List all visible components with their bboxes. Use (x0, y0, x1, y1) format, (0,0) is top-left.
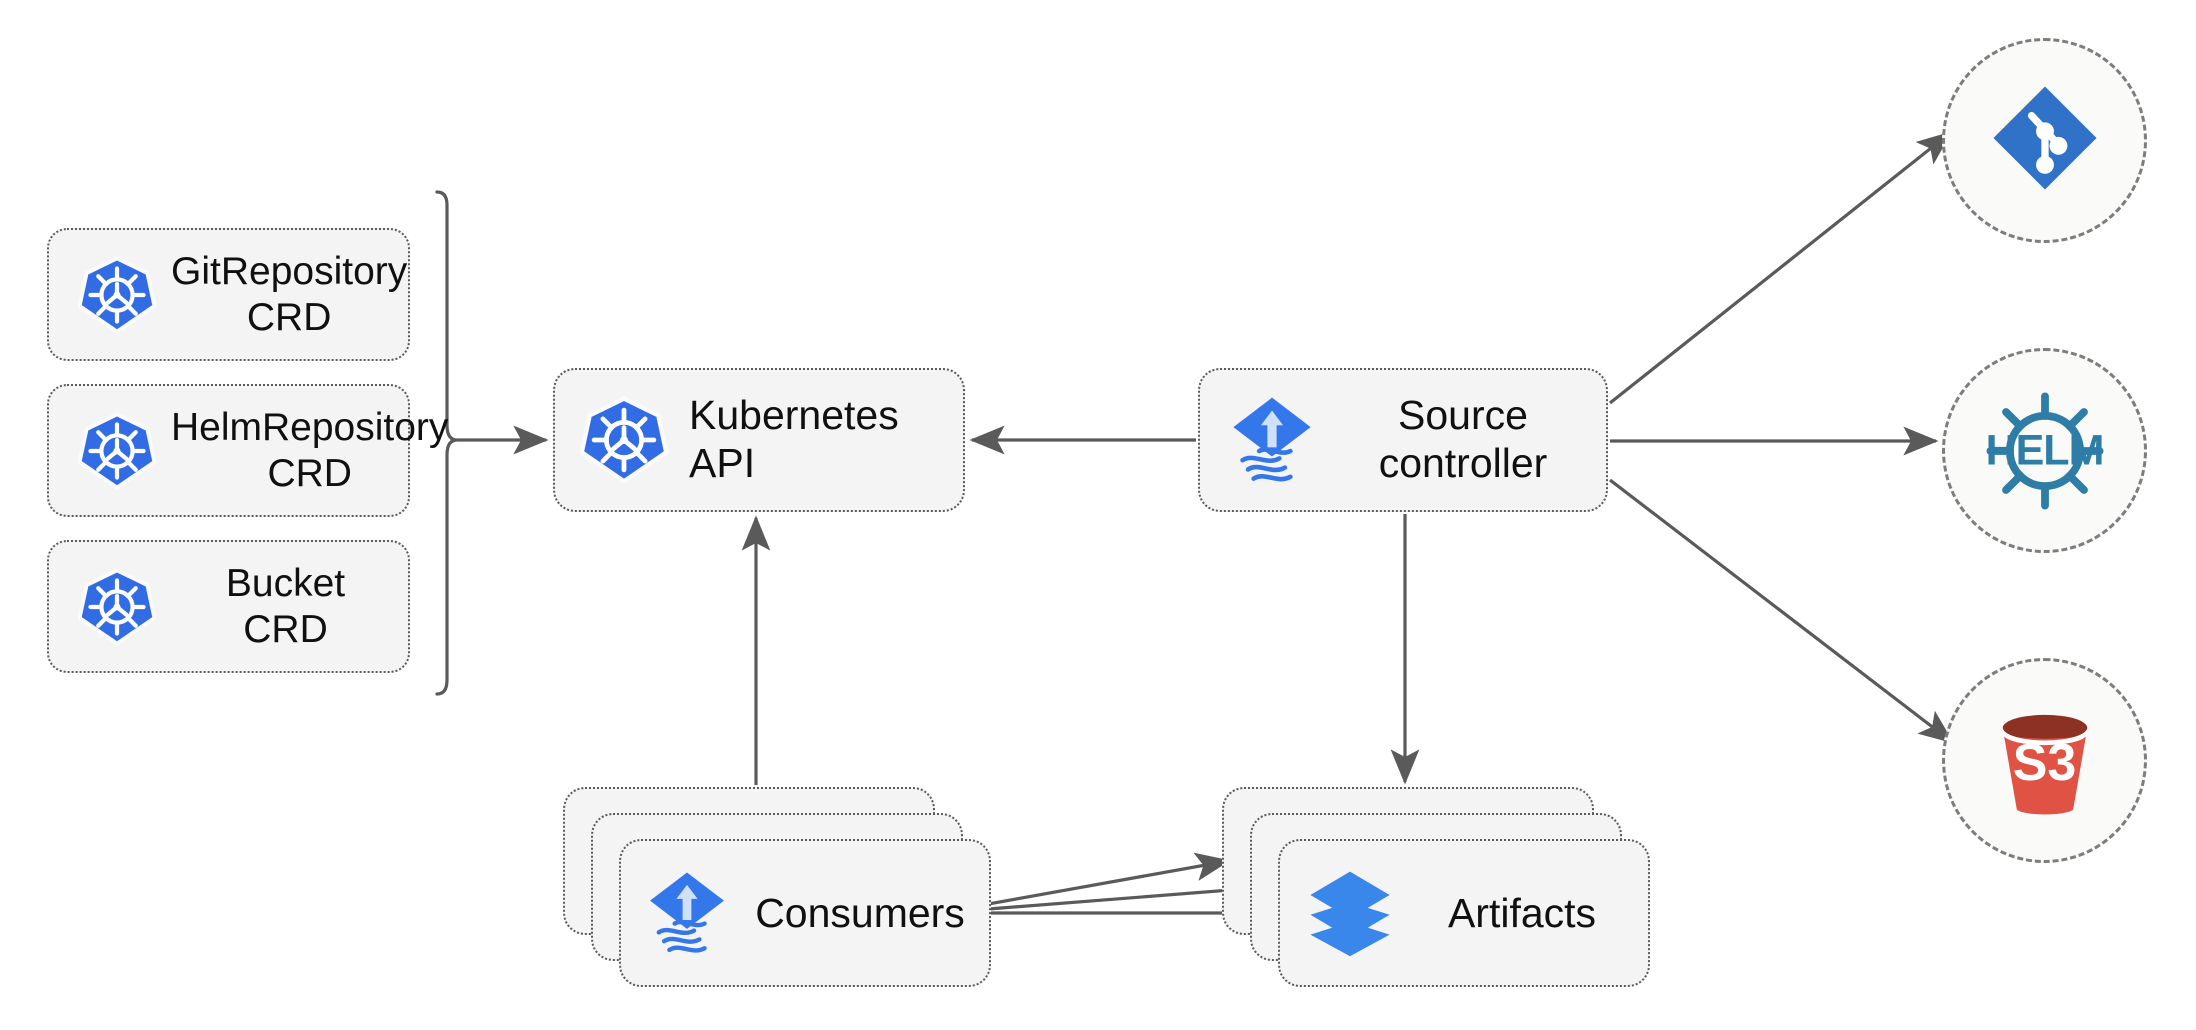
helm-icon: HELM (1980, 386, 2110, 516)
external-source-git[interactable] (1942, 38, 2147, 243)
artifacts-card-front[interactable]: Artifacts (1278, 839, 1650, 987)
consumers-label: Consumers (755, 889, 965, 936)
layers-icon (1294, 868, 1406, 958)
consumers-card-front[interactable]: Consumers (619, 839, 991, 987)
artifacts-label: Artifacts (1447, 889, 1597, 936)
helm-wordmark: HELM (1985, 426, 2105, 474)
edge-source-controller-to-s3 (1609, 478, 1955, 744)
kubernetes-icon (63, 255, 171, 334)
kubernetes-icon (569, 396, 679, 484)
s3-bucket-icon: S3 (1981, 697, 2109, 825)
crd-card-helmrepository[interactable]: HelmRepository CRD (47, 384, 448, 517)
consumers-node[interactable]: Consumers (563, 787, 991, 987)
external-source-helm[interactable]: HELM (1942, 348, 2147, 553)
kubernetes-icon (63, 567, 171, 646)
artifacts-node[interactable]: Artifacts (1222, 787, 1650, 987)
kubernetes-api-label: Kubernetes API (689, 392, 899, 486)
git-icon (1989, 82, 2101, 199)
flux-icon (1216, 394, 1328, 486)
crd-card-gitrepository[interactable]: GitRepository CRD (47, 228, 410, 361)
s3-wordmark: S3 (2012, 734, 2077, 793)
source-controller-node[interactable]: Source controller (1198, 368, 1608, 512)
crd-label: GitRepository CRD (171, 250, 408, 339)
crd-label: HelmRepository CRD (171, 406, 449, 495)
source-controller-label: Source controller (1378, 392, 1548, 486)
crd-label: Bucket CRD (225, 562, 346, 651)
crd-card-bucket[interactable]: Bucket CRD (47, 540, 410, 673)
kubernetes-api-node[interactable]: Kubernetes API (553, 368, 965, 512)
flux-icon (633, 869, 741, 957)
kubernetes-icon (63, 411, 171, 490)
external-source-s3[interactable]: S3 (1942, 658, 2147, 863)
edge-source-controller-to-git (1609, 131, 1953, 405)
